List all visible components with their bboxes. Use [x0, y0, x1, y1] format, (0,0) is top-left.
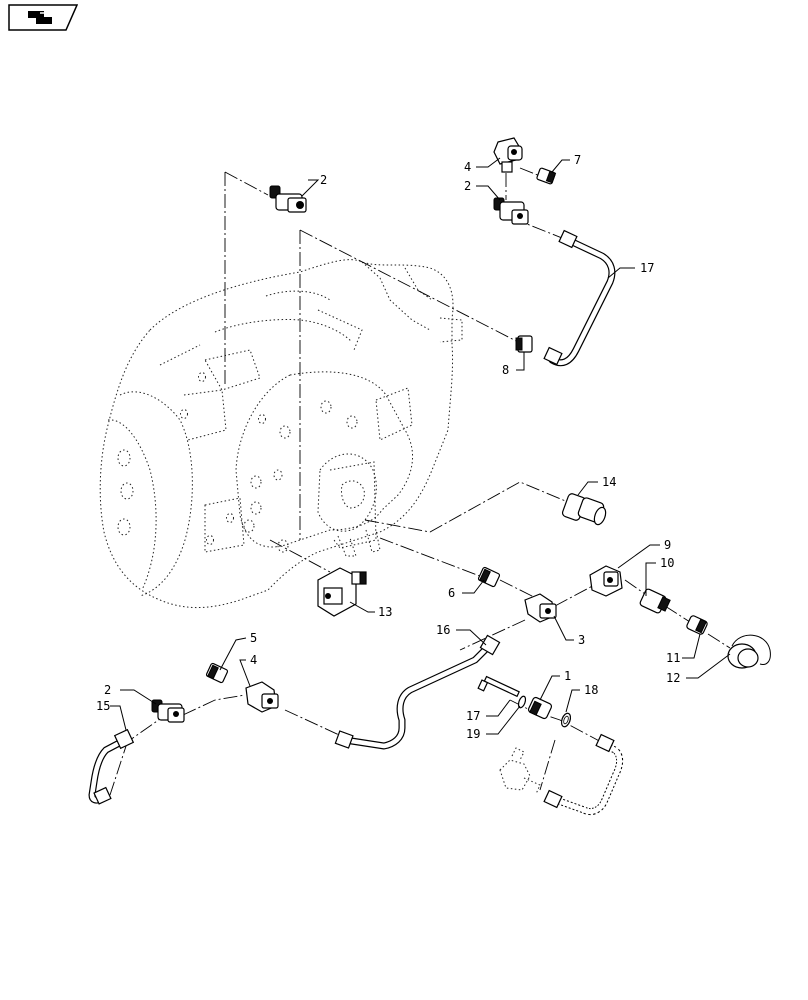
tee-fitting-4-upper — [493, 137, 523, 173]
fitting-14 — [561, 493, 607, 526]
callout-11: 11 — [666, 651, 680, 665]
page-navigation-icon — [28, 11, 52, 24]
callout-14: 14 — [602, 475, 616, 489]
callout-3: 3 — [578, 633, 585, 647]
page-navigation-badge[interactable] — [8, 4, 78, 31]
tube-17 — [543, 229, 616, 367]
callout-10: 10 — [660, 556, 674, 570]
fitting-1 — [527, 696, 553, 720]
callout-4-upper: 4 — [464, 160, 471, 174]
coupler-10 — [639, 588, 671, 614]
callout-5: 5 — [250, 631, 257, 645]
callout-18: 17 — [466, 709, 480, 723]
elbow-7 — [536, 167, 557, 185]
callout-13: 13 — [378, 605, 392, 619]
callout-7: 7 — [574, 153, 581, 167]
sensor-13 — [317, 567, 367, 617]
bolt-18 — [477, 675, 520, 698]
fitting-11 — [686, 615, 708, 635]
callout-2-upper: 2 — [464, 179, 471, 193]
callout-4-lower: 4 — [250, 653, 257, 667]
washer-20 — [517, 695, 527, 709]
callout-labels: 2 4 2 7 17 8 14 9 10 13 6 3 16 11 12 5 4… — [96, 153, 680, 741]
callout-20: 19 — [466, 727, 480, 741]
phantom-tube-assembly — [499, 733, 624, 816]
callout-8: 8 — [502, 363, 509, 377]
callout-2-lower: 2 — [104, 683, 111, 697]
connector-8 — [515, 335, 533, 353]
fitting-2-lower — [151, 699, 185, 723]
fitting-5 — [205, 662, 229, 684]
assembly-center-lines — [109, 167, 731, 796]
callout-12: 12 — [666, 671, 680, 685]
callout-1: 1 — [564, 669, 571, 683]
dust-cap-12 — [727, 634, 771, 669]
callout-15: 15 — [96, 699, 110, 713]
fitting-6 — [477, 566, 501, 588]
callout-6: 6 — [448, 586, 455, 600]
callout-17: 17 — [640, 261, 654, 275]
elbow-9 — [589, 565, 623, 597]
callout-16: 16 — [436, 623, 450, 637]
tube-15 — [88, 728, 135, 805]
tube-16 — [334, 634, 501, 750]
fitting-2-upper-left — [269, 185, 307, 213]
callout-19: 18 — [584, 683, 598, 697]
tee-fitting-4-lower — [245, 681, 279, 713]
callout-2-upper-left: 2 — [320, 173, 327, 187]
fitting-2-upper — [493, 197, 529, 225]
seal-19 — [560, 712, 572, 728]
callout-leaders — [110, 157, 731, 735]
tee-3 — [524, 593, 557, 623]
housing-phantom — [99, 259, 463, 608]
callout-9: 9 — [664, 538, 671, 552]
